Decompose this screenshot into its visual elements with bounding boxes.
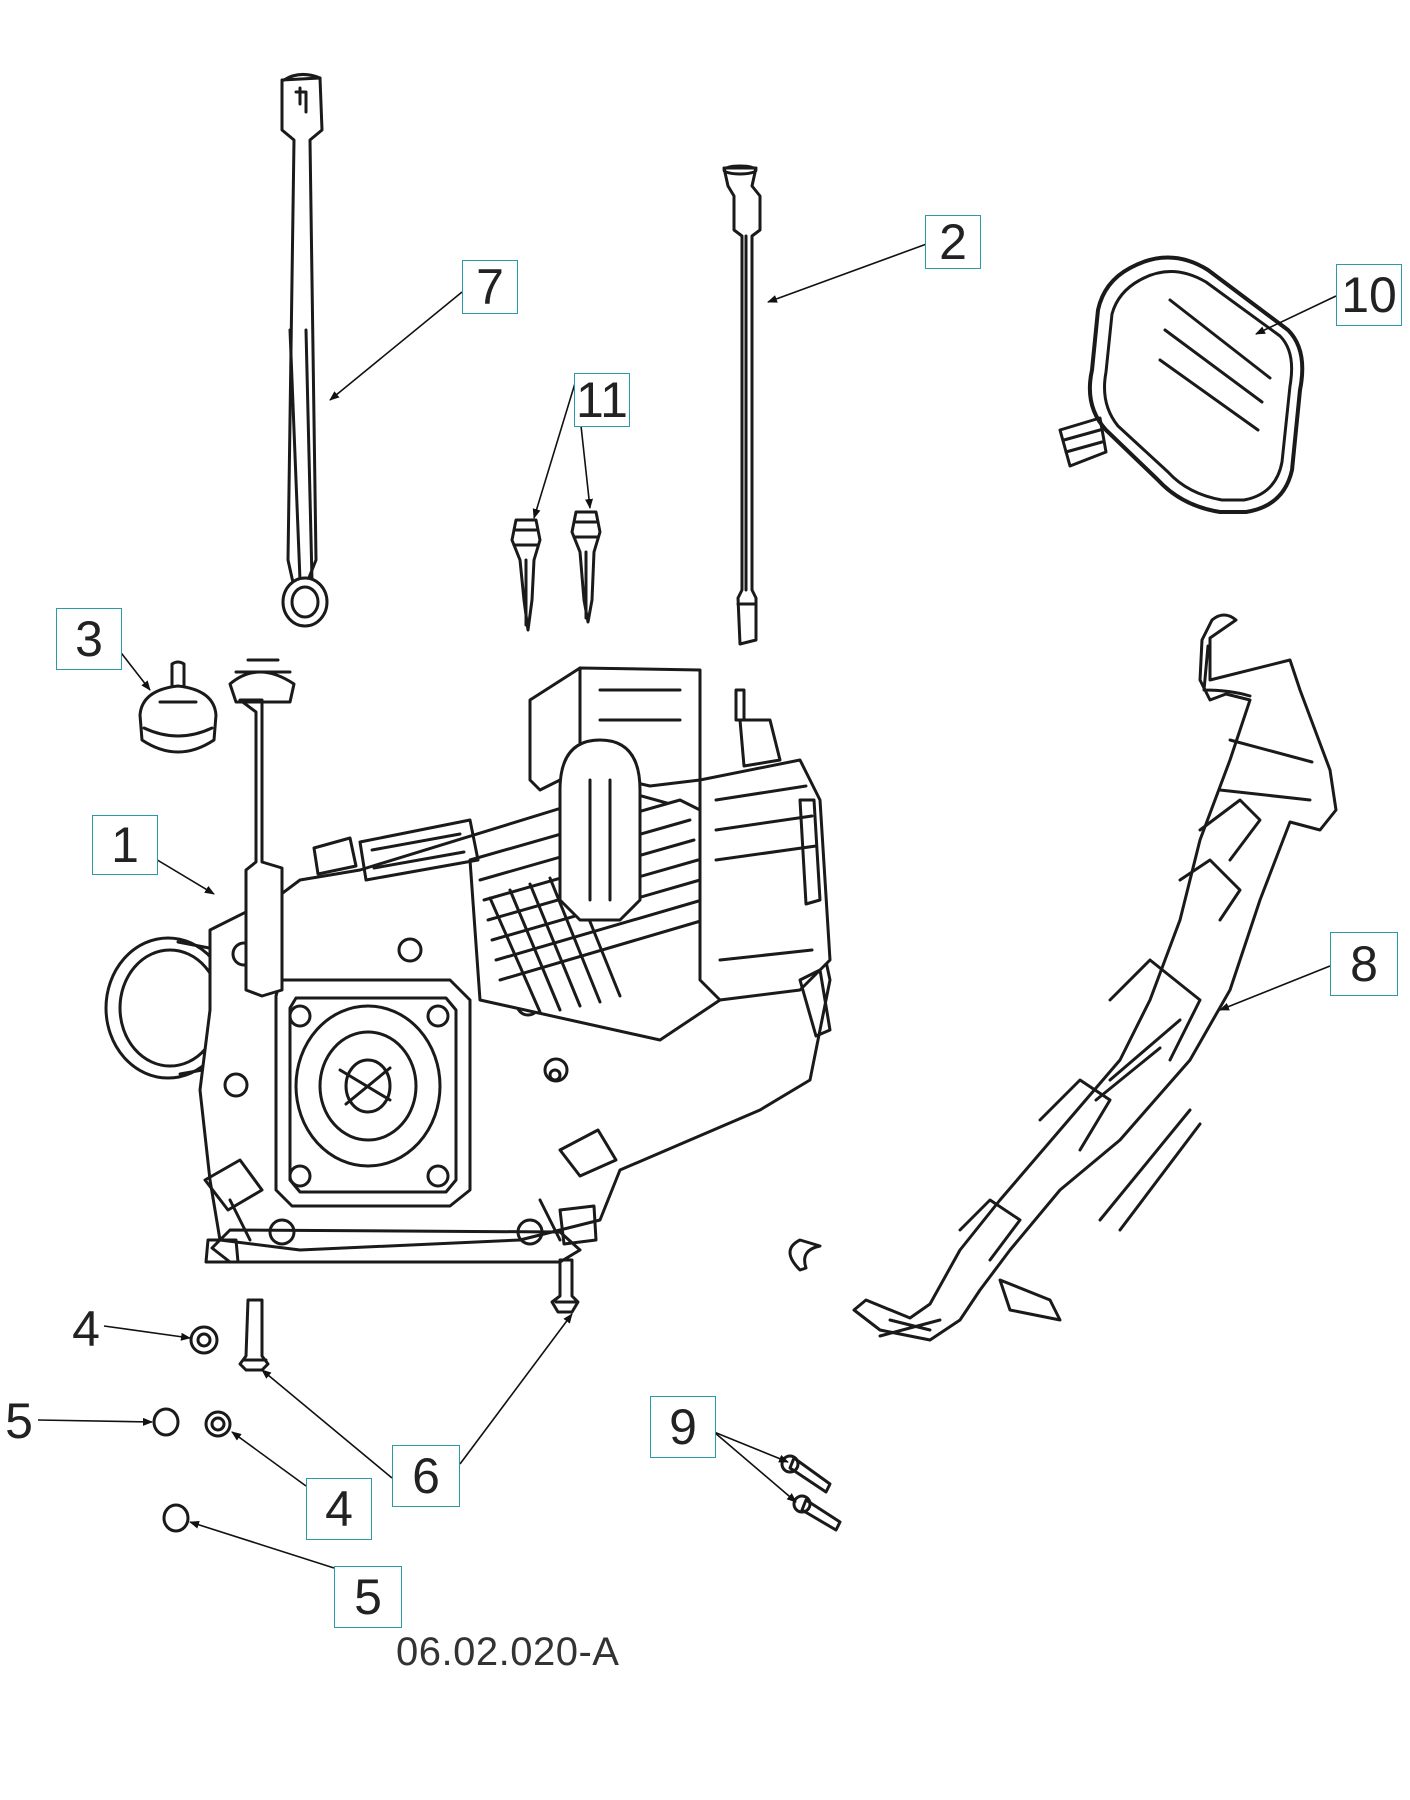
callout-2[interactable]: 2 xyxy=(925,215,981,269)
washer-part[interactable] xyxy=(152,1407,190,1533)
callout-10[interactable]: 10 xyxy=(1336,264,1402,326)
dipstick-part[interactable] xyxy=(722,164,762,646)
callout-3[interactable]: 3 xyxy=(56,608,122,670)
shield-panel-part[interactable] xyxy=(788,613,1338,1342)
callout-1[interactable]: 1 xyxy=(92,815,158,875)
callout-5-plain[interactable]: 5 xyxy=(5,1393,33,1449)
callout-9[interactable]: 9 xyxy=(650,1396,716,1458)
air-filter-cover-part[interactable] xyxy=(1058,255,1305,514)
spark-plug-wrench-part[interactable] xyxy=(280,73,329,628)
callout-7[interactable]: 7 xyxy=(462,260,518,314)
engine-assembly-part[interactable] xyxy=(104,658,832,1264)
spark-plug-part[interactable] xyxy=(510,510,602,632)
callout-4-boxed[interactable]: 4 xyxy=(306,1478,372,1540)
oil-cap-part[interactable] xyxy=(138,660,218,754)
callout-8[interactable]: 8 xyxy=(1330,932,1398,996)
callout-11[interactable]: 11 xyxy=(574,373,630,427)
diagram-code: 06.02.020-A xyxy=(396,1630,620,1674)
callout-5-boxed[interactable]: 5 xyxy=(334,1566,402,1628)
screw-part[interactable] xyxy=(780,1454,842,1532)
callout-6[interactable]: 6 xyxy=(392,1445,460,1507)
leader-lines xyxy=(37,241,1337,1569)
callout-4-plain[interactable]: 4 xyxy=(72,1301,100,1357)
bolt-part[interactable] xyxy=(238,1258,580,1372)
nut-part[interactable] xyxy=(189,1325,232,1438)
